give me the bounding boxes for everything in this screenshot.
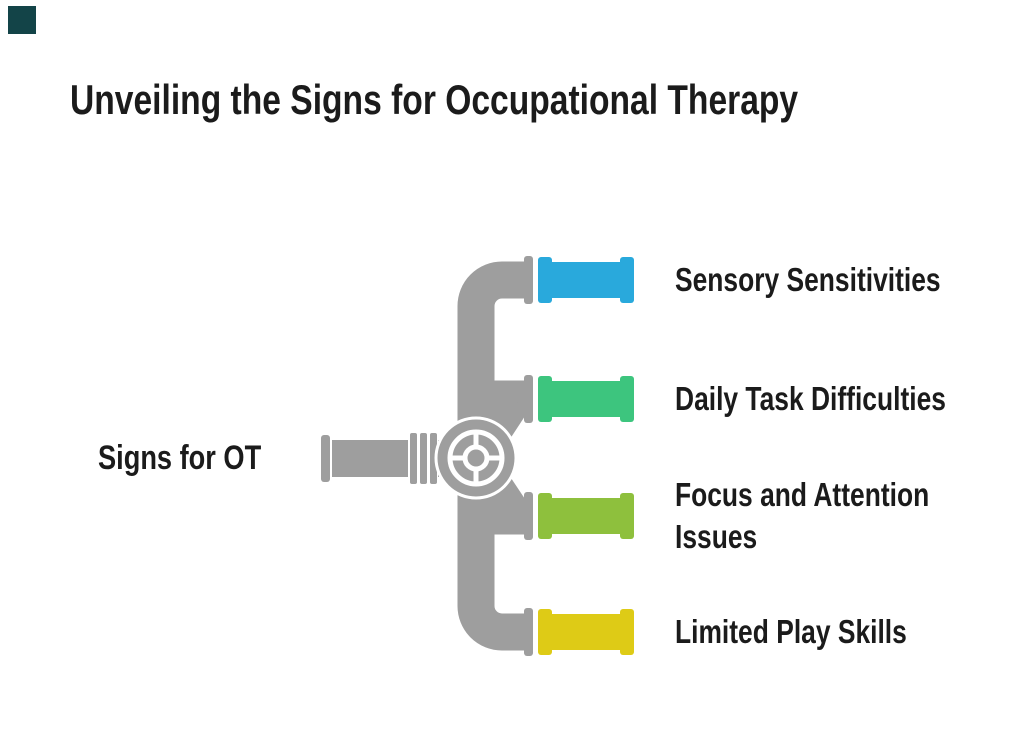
branch-pipe-2-right-rim <box>620 376 634 422</box>
branch-pipe-2-body <box>548 381 623 417</box>
input-pipe-coupling-bar-2 <box>420 433 427 484</box>
branch-pipe-1-right-rim <box>620 257 634 303</box>
branch-pipe-2 <box>524 375 634 423</box>
valve-wheel-icon <box>434 416 518 500</box>
input-pipe-flange <box>321 435 330 482</box>
branch-pipe-1-body <box>548 262 623 298</box>
branch-flange-4 <box>524 608 533 656</box>
branch-pipe-4-right-rim <box>620 609 634 655</box>
branch-label-limited-play-skills: Limited Play Skills <box>675 613 907 650</box>
input-pipe-coupling-bar-1 <box>410 433 417 484</box>
branch-pipe-4-body <box>548 614 623 650</box>
branch-flange-3 <box>524 492 533 540</box>
branch-pipe-3 <box>524 492 634 540</box>
brand-corner-square <box>8 6 36 34</box>
branch-label-sensory-sensitivities: Sensory Sensitivities <box>675 261 941 298</box>
branch-label-daily-task-difficulties: Daily Task Difficulties <box>675 380 946 417</box>
valve-wheel-hub <box>462 444 490 472</box>
branch-pipe-3-right-rim <box>620 493 634 539</box>
branch-label-focus-and-attention-issues: Focus and Attention Issues <box>675 476 930 555</box>
branch-pipe-3-body <box>548 498 623 534</box>
brand-corner-mark <box>8 6 36 34</box>
branch-pipe-1 <box>524 256 634 304</box>
branch-flange-2 <box>524 375 533 423</box>
branch-pipe-4 <box>524 608 634 656</box>
input-pipe-coupling-bar-3 <box>430 433 437 484</box>
source-label: Signs for OT <box>98 439 262 477</box>
page-title: Unveiling the Signs for Occupational The… <box>70 76 799 123</box>
input-pipe-body <box>332 440 408 477</box>
branch-flange-1 <box>524 256 533 304</box>
